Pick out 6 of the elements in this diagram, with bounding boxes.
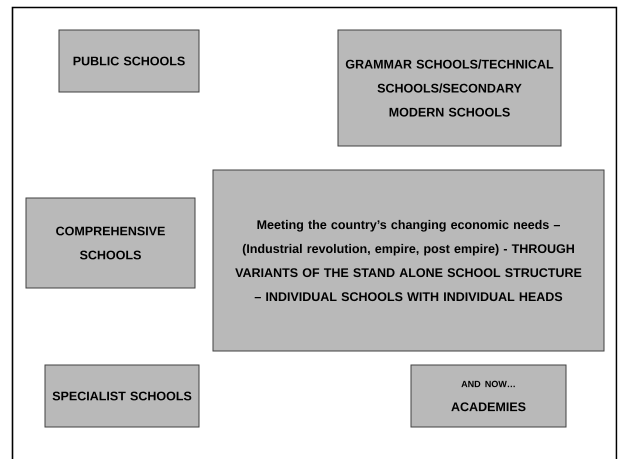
school-box: COMPREHENSIVE SCHOOLS [26,198,196,288]
school-box: GRAMMAR SCHOOLS/TECHNICAL SCHOOLS/SECONDARY MODERN SCHOOLS [338,30,562,146]
school-box: SPECIALIST SCHOOLS [44,364,200,428]
school-box: AND NOW… ACADEMIES [410,364,566,428]
school-box: Meeting the country’s changing economic needs – (Industrial revolution, empire, post empire) - THROUGH VARIANTS OF THE STAND ALONE SCHOOL STRUCTURE – INDIVIDUAL SCHOOLS WITH INDIVIDUAL HEADS [212,170,604,352]
school-box: PUBLIC SCHOOLS [58,30,200,92]
